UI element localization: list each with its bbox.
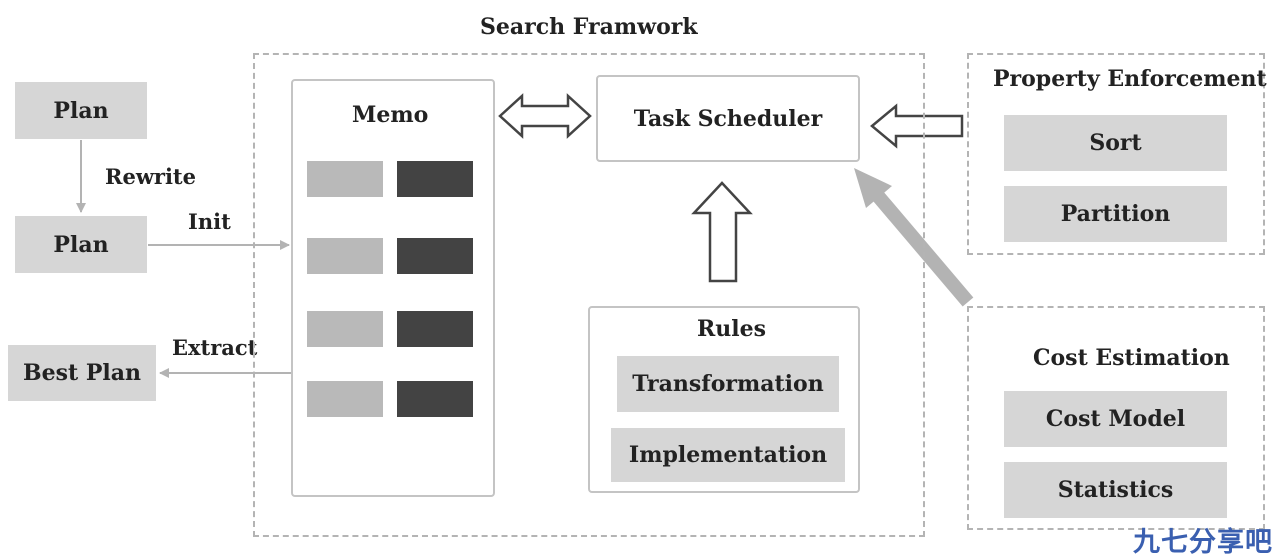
memo-group-cell: [307, 381, 383, 417]
best-plan-box: Best Plan: [8, 345, 156, 401]
statistics-box: Statistics: [1004, 462, 1227, 518]
property-enforcement-container: [967, 53, 1265, 255]
cost-estimation-label: Cost Estimation: [1033, 345, 1230, 371]
property-to-scheduler-arrow: [870, 103, 964, 149]
cost-to-scheduler-arrow-head: [854, 168, 892, 208]
memo-group-cell: [307, 161, 383, 197]
memo-expression-cell: [397, 311, 473, 347]
partition-box: Partition: [1004, 186, 1227, 242]
memo-expression-cell: [397, 161, 473, 197]
property-enforcement-label: Property Enforcement: [993, 66, 1267, 92]
plan-top-label: Plan: [53, 97, 109, 124]
memo-scheduler-double-arrow: [498, 93, 592, 139]
plan-top-box: Plan: [15, 82, 147, 139]
task-scheduler-box: Task Scheduler: [596, 75, 860, 162]
init-label: Init: [188, 209, 231, 234]
implementation-label: Implementation: [628, 442, 828, 468]
memo-label: Memo: [352, 102, 429, 128]
memo-expression-cell: [397, 238, 473, 274]
task-scheduler-label: Task Scheduler: [633, 105, 823, 132]
partition-label: Partition: [1060, 201, 1171, 227]
rules-to-scheduler-arrow: [691, 181, 753, 283]
memo-group-cell: [307, 311, 383, 347]
search-framework-container: [253, 53, 925, 537]
cost-model-box: Cost Model: [1004, 391, 1227, 447]
rewrite-label: Rewrite: [105, 164, 196, 189]
sort-label: Sort: [1089, 130, 1142, 156]
statistics-label: Statistics: [1057, 477, 1174, 503]
plan-bottom-box: Plan: [15, 216, 147, 273]
extract-label: Extract: [172, 335, 258, 360]
memo-box: [291, 79, 495, 497]
transformation-box: Transformation: [617, 356, 839, 412]
implementation-box: Implementation: [611, 428, 845, 482]
watermark-logo: 九七分享吧: [1133, 527, 1273, 558]
rules-box: [588, 306, 860, 493]
transformation-label: Transformation: [632, 371, 824, 397]
best-plan-label: Best Plan: [23, 360, 141, 386]
cost-estimation-container: [967, 306, 1265, 530]
memo-expression-cell: [397, 381, 473, 417]
cost-model-label: Cost Model: [1045, 406, 1186, 432]
rules-label: Rules: [697, 316, 767, 342]
plan-bottom-label: Plan: [53, 231, 109, 258]
sort-box: Sort: [1004, 115, 1227, 171]
diagram-title: Search Framwork: [480, 14, 698, 40]
memo-group-cell: [307, 238, 383, 274]
